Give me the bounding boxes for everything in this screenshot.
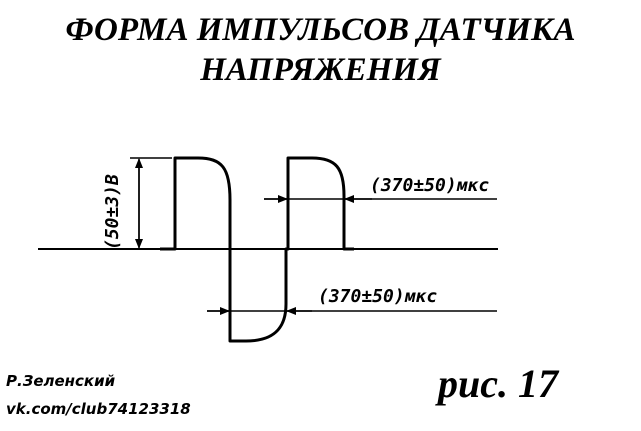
title-line-1: ФОРМА ИМПУЛЬСОВ ДАТЧИКА bbox=[65, 12, 576, 48]
duration-bottom-label: (370±50)мкс bbox=[318, 286, 437, 307]
pulse-waveform bbox=[160, 156, 354, 343]
figure-label: рис. 17 bbox=[438, 361, 558, 406]
title-line-2: НАПРЯЖЕНИЯ bbox=[200, 52, 441, 88]
duration-top-label: (370±50)мкс bbox=[370, 175, 489, 196]
author-name: Р.Зеленский bbox=[6, 372, 116, 390]
amplitude-label: (50±3)В bbox=[102, 174, 123, 250]
author-link[interactable]: vk.com/club74123318 bbox=[6, 400, 191, 418]
